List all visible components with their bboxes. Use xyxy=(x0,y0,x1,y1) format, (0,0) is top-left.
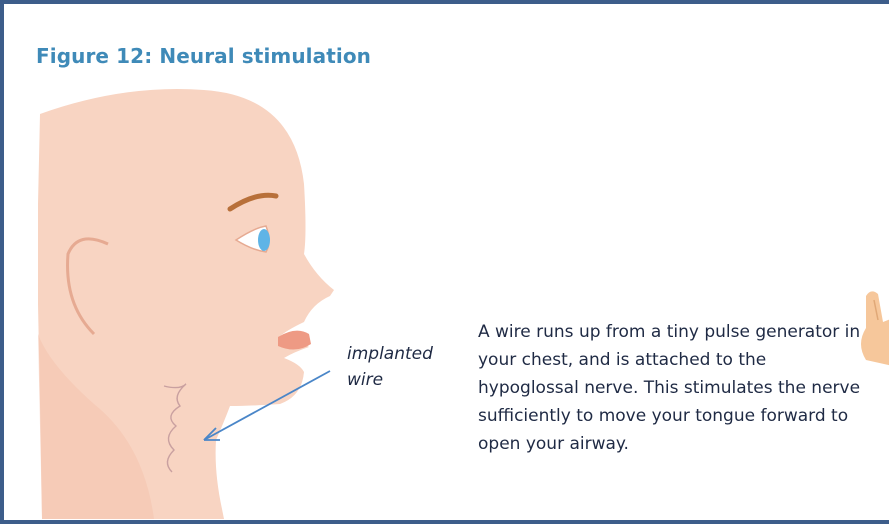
figure-description: A wire runs up from a tiny pulse generat… xyxy=(478,318,868,458)
wire-label: implanted wire xyxy=(347,341,457,393)
iris xyxy=(258,229,270,251)
